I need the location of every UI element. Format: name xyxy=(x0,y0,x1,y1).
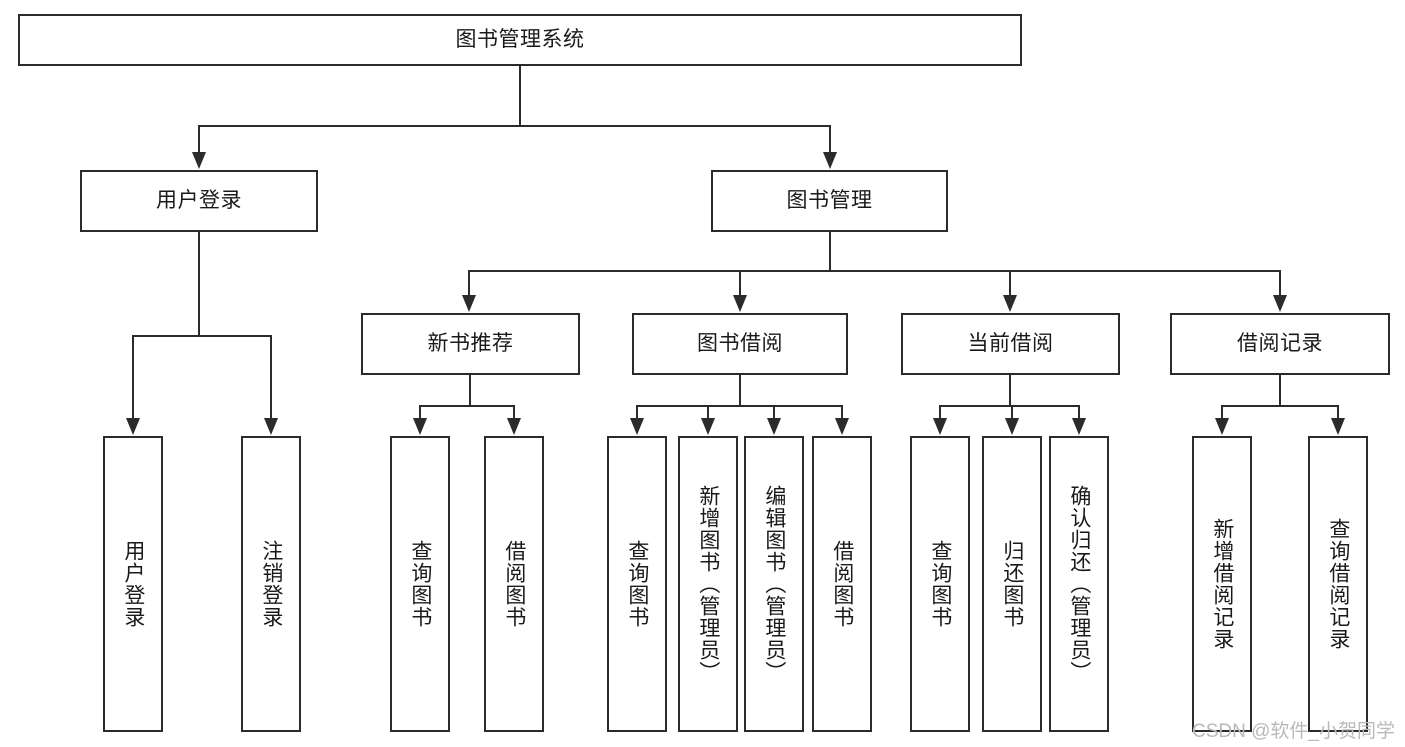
node-leaf-return-book[interactable]: 归还图书 xyxy=(982,436,1042,732)
node-label: 查询借阅记录 xyxy=(1326,518,1350,650)
node-label: 归还图书 xyxy=(1000,540,1024,628)
connector-user-login-to-leaf-1 xyxy=(132,335,134,419)
arrow-to-leaf-add-book-admin xyxy=(701,418,715,435)
node-leaf-query-book-3[interactable]: 查询图书 xyxy=(910,436,970,732)
connector-book-manage-bus xyxy=(468,270,1280,272)
node-label: 用户登录 xyxy=(121,540,145,628)
node-current-borrow[interactable]: 当前借阅 xyxy=(901,313,1120,375)
arrow-to-leaf-query-book-3 xyxy=(933,418,947,435)
connector-bb-to-leaf-2 xyxy=(707,405,709,419)
connector-root-to-user-login xyxy=(198,125,200,153)
arrow-to-leaf-add-borrow-record xyxy=(1215,418,1229,435)
connector-cb-to-leaf-1 xyxy=(939,405,941,419)
connector-current-borrow-bus xyxy=(939,405,1079,407)
node-leaf-query-book-2[interactable]: 查询图书 xyxy=(607,436,667,732)
connector-cb-to-leaf-2 xyxy=(1011,405,1013,419)
connector-borrow-record-trunk xyxy=(1279,375,1281,405)
connector-new-book-recommend-trunk xyxy=(469,375,471,405)
connector-nbr-to-leaf-2 xyxy=(513,405,515,419)
node-label: 借阅图书 xyxy=(830,540,854,628)
connector-root-trunk xyxy=(519,66,521,125)
arrow-to-new-book-recommend xyxy=(462,295,476,312)
node-label: 用户登录 xyxy=(156,188,242,212)
arrow-to-leaf-borrow-book-2 xyxy=(835,418,849,435)
arrow-to-leaf-user-login xyxy=(126,418,140,435)
node-user-login[interactable]: 用户登录 xyxy=(80,170,318,232)
connector-new-book-recommend-bus xyxy=(419,405,515,407)
connector-user-login-trunk xyxy=(198,232,200,335)
node-leaf-add-borrow-record[interactable]: 新增借阅记录 xyxy=(1192,436,1252,732)
node-leaf-user-login[interactable]: 用户登录 xyxy=(103,436,163,732)
arrow-to-book-borrow xyxy=(733,295,747,312)
node-book-manage[interactable]: 图书管理 xyxy=(711,170,948,232)
arrow-to-leaf-borrow-book-1 xyxy=(507,418,521,435)
node-label: 借阅记录 xyxy=(1237,331,1323,355)
node-label: 查询图书 xyxy=(408,540,432,628)
node-label: 借阅图书 xyxy=(502,540,526,628)
arrow-to-user-login xyxy=(192,152,206,169)
node-leaf-query-book-1[interactable]: 查询图书 xyxy=(390,436,450,732)
arrow-to-leaf-query-borrow-record xyxy=(1331,418,1345,435)
node-label: 图书管理 xyxy=(786,188,873,212)
connector-bb-to-leaf-1 xyxy=(636,405,638,419)
node-book-borrow[interactable]: 图书借阅 xyxy=(632,313,848,375)
node-label: 图书借阅 xyxy=(697,331,783,355)
arrow-to-leaf-query-book-2 xyxy=(630,418,644,435)
node-label: 编辑图书（管理员） xyxy=(762,485,786,683)
connector-root-to-book-manage xyxy=(829,125,831,153)
node-leaf-query-borrow-record[interactable]: 查询借阅记录 xyxy=(1308,436,1368,732)
node-label: 查询图书 xyxy=(928,540,952,628)
arrow-to-leaf-confirm-return-admin xyxy=(1072,418,1086,435)
connector-root-bus xyxy=(198,125,831,127)
arrow-to-leaf-logout-login xyxy=(264,418,278,435)
node-label: 图书管理系统 xyxy=(455,27,585,51)
node-leaf-edit-book-admin[interactable]: 编辑图书（管理员） xyxy=(744,436,804,732)
node-label: 查询图书 xyxy=(625,540,649,628)
connector-nbr-to-leaf-1 xyxy=(419,405,421,419)
node-label: 当前借阅 xyxy=(967,331,1054,355)
connector-book-manage-to-borrow-record xyxy=(1279,270,1281,296)
node-leaf-add-book-admin[interactable]: 新增图书（管理员） xyxy=(678,436,738,732)
connector-bb-to-leaf-3 xyxy=(773,405,775,419)
arrow-to-leaf-return-book xyxy=(1005,418,1019,435)
arrow-to-book-manage xyxy=(823,152,837,169)
node-label: 新增借阅记录 xyxy=(1210,518,1234,650)
arrow-to-leaf-query-book-1 xyxy=(413,418,427,435)
node-leaf-confirm-return-admin[interactable]: 确认归还（管理员） xyxy=(1049,436,1109,732)
connector-user-login-to-leaf-2 xyxy=(270,335,272,419)
connector-br-to-leaf-1 xyxy=(1221,405,1223,419)
connector-current-borrow-trunk xyxy=(1009,375,1011,405)
node-leaf-borrow-book-2[interactable]: 借阅图书 xyxy=(812,436,872,732)
connector-book-manage-to-current-borrow xyxy=(1009,270,1011,296)
connector-book-manage-to-book-borrow xyxy=(739,270,741,296)
connector-borrow-record-bus xyxy=(1221,405,1338,407)
arrow-to-leaf-edit-book-admin xyxy=(767,418,781,435)
connector-book-manage-to-new-book-recommend xyxy=(468,270,470,296)
csdn-watermark: CSDN @软件_小贺同学 xyxy=(1192,721,1395,742)
connector-br-to-leaf-2 xyxy=(1337,405,1339,419)
connector-cb-to-leaf-3 xyxy=(1078,405,1080,419)
node-label: 注销登录 xyxy=(259,540,283,628)
node-label: 新增图书（管理员） xyxy=(696,485,720,683)
node-label: 新书推荐 xyxy=(427,331,514,355)
node-label: 确认归还（管理员） xyxy=(1067,485,1091,683)
node-root-system[interactable]: 图书管理系统 xyxy=(18,14,1022,66)
node-leaf-logout-login[interactable]: 注销登录 xyxy=(241,436,301,732)
connector-book-borrow-trunk xyxy=(739,375,741,405)
node-borrow-record[interactable]: 借阅记录 xyxy=(1170,313,1390,375)
connector-user-login-bus xyxy=(132,335,271,337)
connector-book-manage-trunk xyxy=(829,232,831,270)
connector-book-borrow-bus xyxy=(636,405,842,407)
node-new-book-recommend[interactable]: 新书推荐 xyxy=(361,313,580,375)
arrow-to-borrow-record xyxy=(1273,295,1287,312)
arrow-to-current-borrow xyxy=(1003,295,1017,312)
connector-bb-to-leaf-4 xyxy=(841,405,843,419)
node-leaf-borrow-book-1[interactable]: 借阅图书 xyxy=(484,436,544,732)
